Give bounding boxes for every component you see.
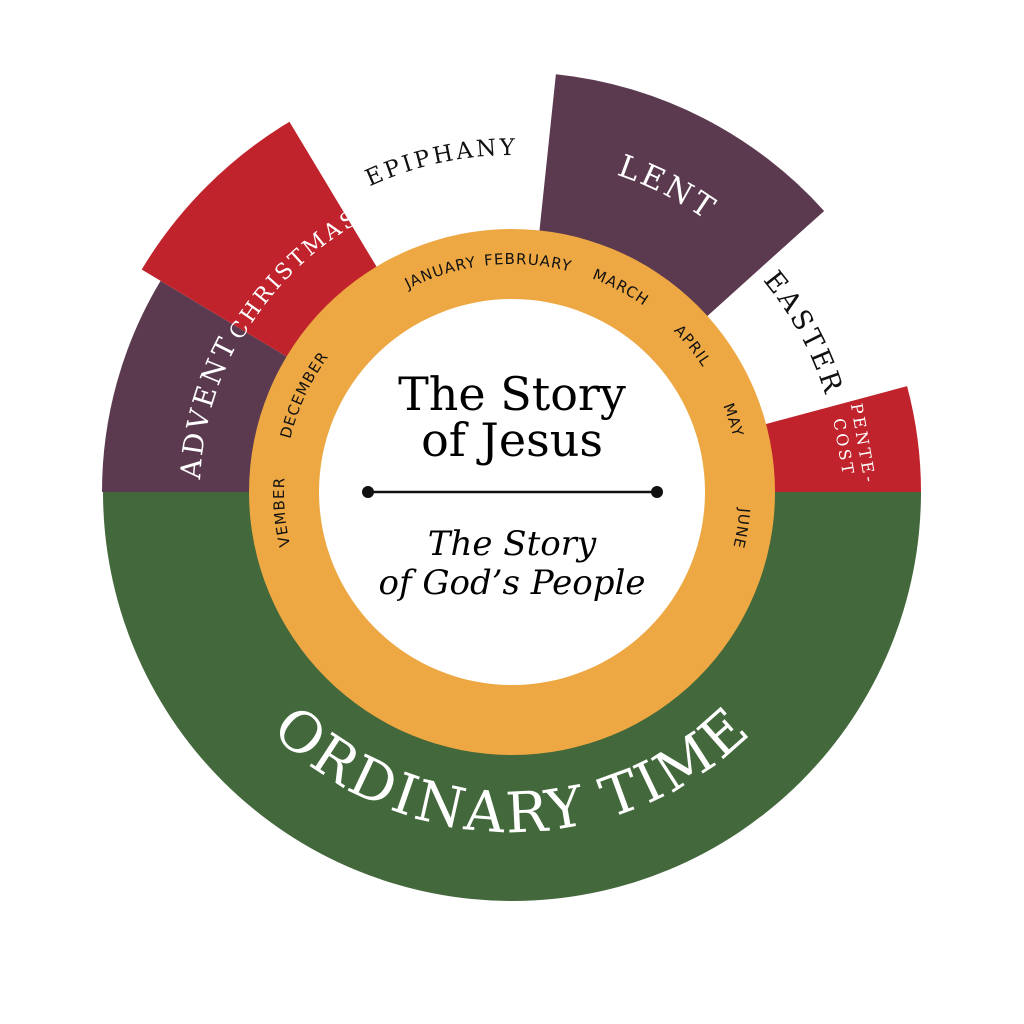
season-segment-lent bbox=[539, 74, 825, 317]
month-label-august: AUGUST bbox=[0, 0, 6, 4]
month-label-july: JULY bbox=[0, 0, 6, 4]
divider-right-dot bbox=[651, 486, 663, 498]
season-segment-ordinary bbox=[103, 492, 921, 901]
season-segment-easter bbox=[706, 224, 899, 425]
season-segment-epiphany bbox=[280, 42, 560, 268]
center-text: The Story of Jesus The Story of God’s Pe… bbox=[362, 367, 663, 603]
season-segment-pentecost bbox=[765, 386, 921, 492]
center-subtitle-line2: of God’s People bbox=[378, 563, 645, 603]
center-title-line2: of Jesus bbox=[421, 413, 603, 467]
month-label-october: OCTOBER bbox=[0, 0, 6, 4]
divider-left-dot bbox=[362, 486, 374, 498]
center-title-line1: The Story bbox=[398, 367, 626, 421]
season-segments bbox=[102, 42, 921, 901]
center-subtitle-line1: The Story bbox=[428, 524, 597, 564]
season-segment-advent bbox=[102, 280, 288, 492]
month-label-september: SEPTEMBER bbox=[0, 0, 7, 4]
season-segment-christmas bbox=[141, 121, 378, 358]
